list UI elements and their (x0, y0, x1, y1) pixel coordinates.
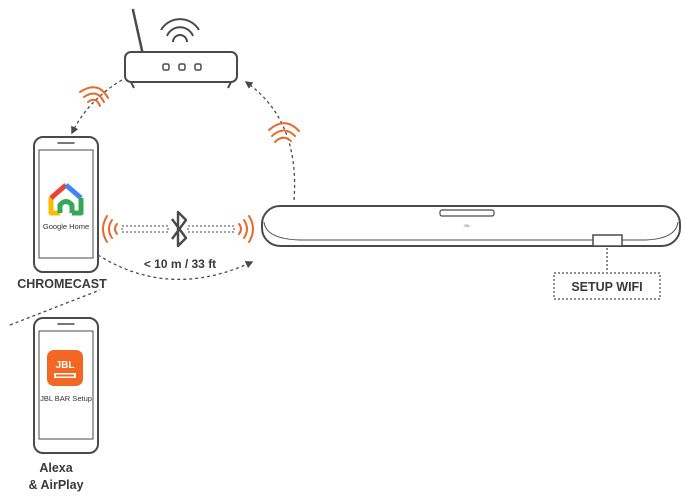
setup-wifi-label: SETUP WIFI (571, 280, 642, 294)
phone-alexa-airplay: JBL JBL BAR Setup (34, 318, 98, 453)
signal-icon (103, 216, 117, 242)
app-label-google-home: Google Home (43, 222, 89, 231)
setup-wifi-button[interactable] (593, 235, 622, 246)
soundbar: JBL (262, 206, 680, 246)
setup-wifi-callout: SETUP WIFI (554, 273, 660, 299)
airplay-caption: & AirPlay (28, 478, 83, 492)
jbl-badge-text: JBL (56, 360, 75, 371)
bluetooth-icon (172, 212, 186, 246)
soundbar-logo: JBL (464, 223, 472, 228)
signal-icon (269, 123, 299, 142)
alexa-caption: Alexa (39, 461, 73, 475)
jbl-app-icon: JBL (47, 350, 83, 386)
signal-icon (80, 87, 108, 106)
signal-icon (239, 216, 253, 242)
bluetooth-link: < 10 m / 33 ft (122, 212, 234, 271)
distance-label: < 10 m / 33 ft (144, 257, 216, 271)
phone-chromecast: Google Home (34, 137, 98, 272)
wifi-router-icon (125, 10, 237, 88)
soundbar-to-router-arrow (246, 82, 295, 200)
app-label-jbl-bar-setup: JBL BAR Setup (40, 394, 92, 403)
chromecast-caption: CHROMECAST (17, 277, 107, 291)
